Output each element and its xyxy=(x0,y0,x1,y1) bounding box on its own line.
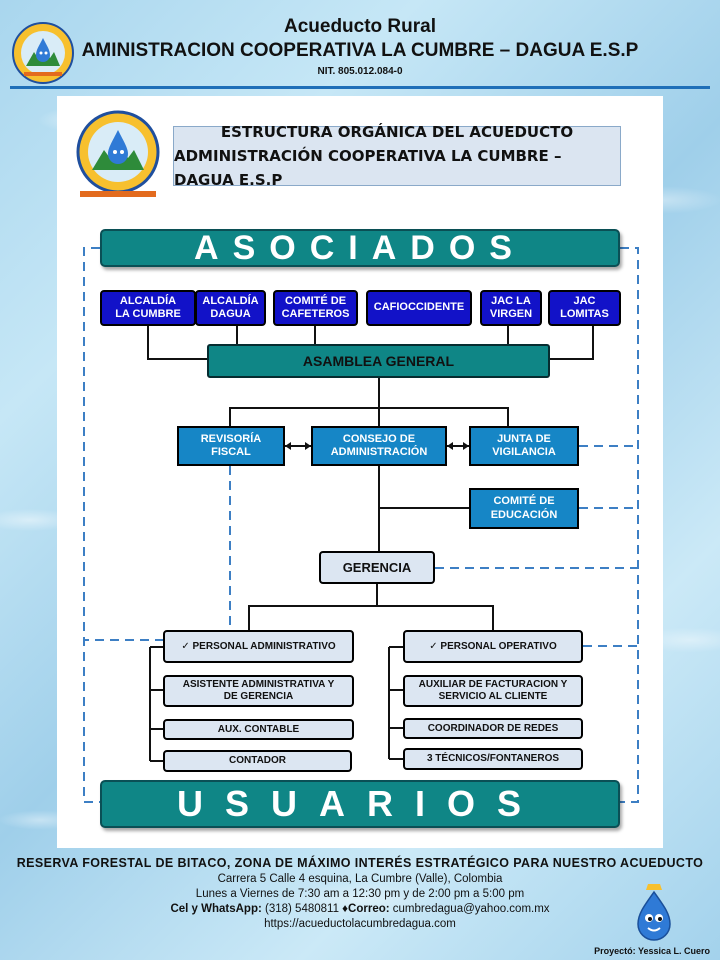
box-label: CONSEJO DE xyxy=(342,432,416,445)
member-label: LA CUMBRE xyxy=(115,308,181,320)
role-label: SERVICIO AL CLIENTE xyxy=(438,691,548,702)
cooperative-logo-icon xyxy=(12,22,74,84)
box-label: COMITÉ DE xyxy=(493,495,555,508)
footer-address: Carrera 5 Calle 4 esquina, La Cumbre (Va… xyxy=(217,873,503,885)
member-label: COMITÉ DE xyxy=(284,294,347,307)
footer-headline: RESERVA FORESTAL DE BITACO, ZONA DE MÁXI… xyxy=(16,856,704,870)
diagram-title-line1: ESTRUCTURA ORGÁNICA DEL ACUEDUCTO xyxy=(220,123,574,141)
box-label: VIGILANCIA xyxy=(492,446,556,458)
role-contador: CONTADOR xyxy=(163,750,352,772)
personal-administrativo-box: ✓ PERSONAL ADMINISTRATIVO xyxy=(163,630,354,663)
personal-operativo-box: ✓ PERSONAL OPERATIVO xyxy=(403,630,583,663)
member-label: JAC LA xyxy=(491,294,531,307)
box-label: ADMINISTRACIÓN xyxy=(330,446,428,458)
footer-credit: Proyectó: Yessica L. Cuero xyxy=(594,946,710,956)
footer-website[interactable]: https://acueductolacumbredagua.com xyxy=(264,918,456,930)
role-tecnicos-fontaneros: 3 TÉCNICOS/FONTANEROS xyxy=(403,748,583,770)
box-label: REVISORÍA xyxy=(200,432,262,445)
footer-hours: Lunes a Viernes de 7:30 am a 12:30 pm y … xyxy=(195,888,525,900)
separator-diamond-icon: ♦ xyxy=(342,903,349,915)
water-drop-mascot-icon xyxy=(637,884,671,941)
phone-label: Cel y WhatsApp: xyxy=(170,903,262,915)
box-label: EDUCACIÓN xyxy=(490,508,558,521)
cooperative-logo-icon xyxy=(76,110,160,197)
phone-value: (318) 5480811 xyxy=(261,903,339,915)
member-label: VIRGEN xyxy=(489,308,533,320)
box-label: FISCAL xyxy=(211,446,251,458)
footer-contact: Cel y WhatsApp: (318) 5480811 ♦Correo: c… xyxy=(0,903,720,915)
member-label: CAFIOCCIDENTE xyxy=(373,301,465,314)
header-subtitle: AMINISTRACION COOPERATIVA LA CUMBRE – DA… xyxy=(81,40,639,61)
member-label: LOMITAS xyxy=(560,308,609,320)
role-aux-contable: AUX. CONTABLE xyxy=(163,719,354,740)
page-header: Acueducto Rural AMINISTRACION COOPERATIV… xyxy=(0,0,720,90)
diagram-title-line2: ADMINISTRACIÓN COOPERATIVA LA CUMBRE – D… xyxy=(174,147,562,189)
role-coordinador-redes: COORDINADOR DE REDES xyxy=(403,718,583,739)
usuarios-banner: USUARIOS xyxy=(100,780,620,828)
email-label: Correo: xyxy=(348,903,390,915)
member-label: JAC xyxy=(573,294,596,307)
box-label: JUNTA DE xyxy=(497,432,551,445)
role-label: ASISTENTE ADMINISTRATIVA Y xyxy=(182,679,335,690)
member-label: ALCALDÍA xyxy=(119,294,177,307)
header-nit: NIT. 805.012.084-0 xyxy=(317,66,403,77)
role-label: DE GERENCIA xyxy=(223,691,294,702)
header-title: Acueducto Rural xyxy=(283,16,437,37)
member-label: CAFETEROS xyxy=(281,308,350,320)
asociados-banner: ASOCIADOS xyxy=(100,229,620,267)
diagram-title: ESTRUCTURA ORGÁNICA DEL ACUEDUCTO ADMINI… xyxy=(173,123,621,189)
gerencia-box: GERENCIA xyxy=(319,551,435,584)
header-divider xyxy=(10,86,710,89)
member-cafioccidente: CAFIOCCIDENTE xyxy=(366,290,472,326)
asamblea-general-box: ASAMBLEA GENERAL xyxy=(207,344,550,378)
member-label: DAGUA xyxy=(210,308,251,320)
role-label: AUXILIAR DE FACTURACION Y xyxy=(418,679,568,690)
email-value[interactable]: cumbredagua@yahoo.com.mx xyxy=(389,903,550,915)
member-label: ALCALDÍA xyxy=(202,294,259,307)
